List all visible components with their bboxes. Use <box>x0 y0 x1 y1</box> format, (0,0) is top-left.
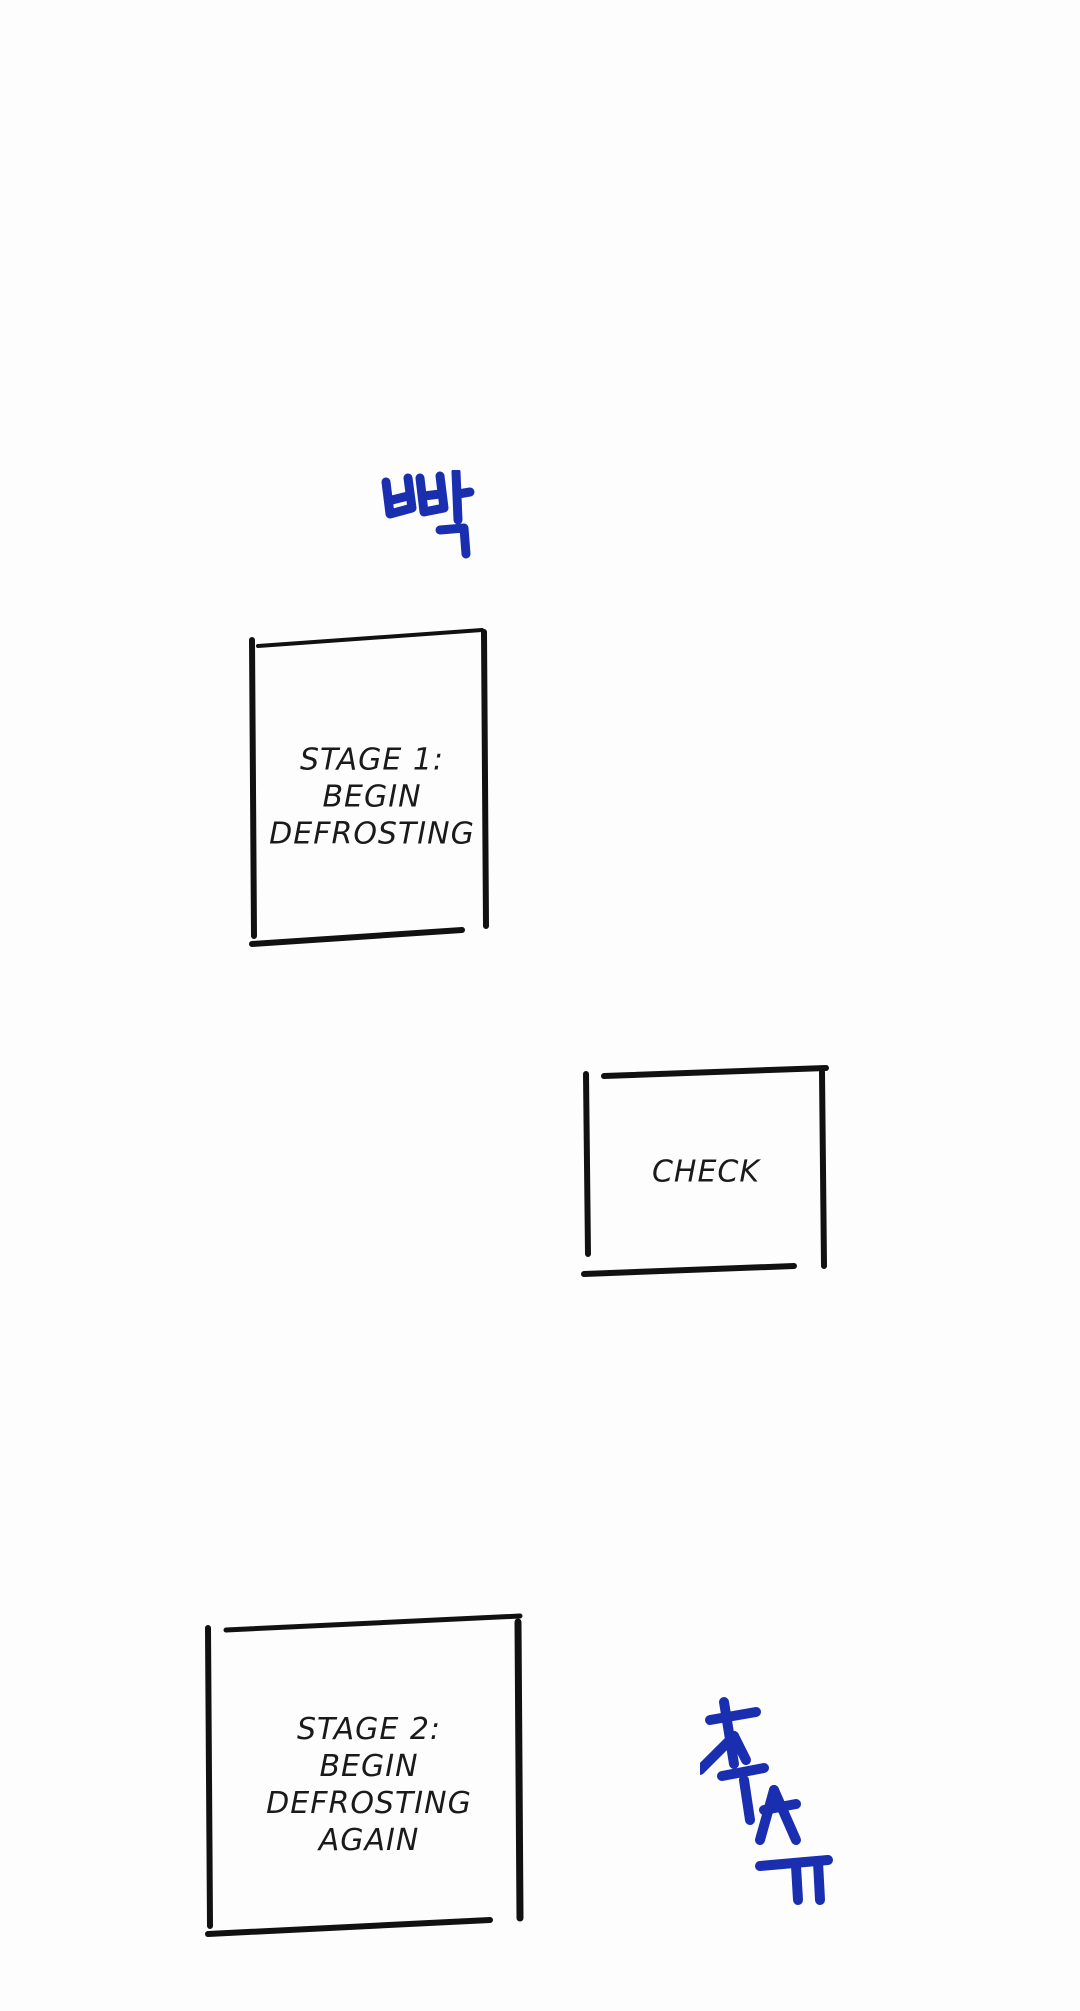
caption-text-stage-1: STAGE 1: BEGIN DEFROSTING <box>248 742 496 853</box>
caption-line: STAGE 2: <box>296 1712 442 1747</box>
caption-text-stage-2: STAGE 2: BEGIN DEFROSTING AGAIN <box>204 1711 534 1859</box>
sfx-beep-lettering <box>381 467 475 559</box>
caption-frame <box>249 628 489 947</box>
caption-box-stage-1: STAGE 1: BEGIN DEFROSTING <box>248 628 496 958</box>
caption-frame <box>581 1065 829 1277</box>
caption-line: DEFROSTING <box>269 816 475 852</box>
caption-box-check: CHECK <box>580 1064 832 1280</box>
caption-line: AGAIN <box>318 1823 420 1858</box>
sfx-beep <box>378 467 478 570</box>
caption-line: BEGIN <box>319 1749 419 1784</box>
sfx-hiss <box>695 1690 850 1910</box>
caption-line: CHECK <box>651 1154 761 1190</box>
caption-line: DEFROSTING <box>266 1786 472 1821</box>
caption-line: STAGE 1: <box>299 742 445 778</box>
caption-line: BEGIN <box>322 779 422 815</box>
sfx-hiss-lettering <box>695 1697 833 1905</box>
caption-frame <box>205 1613 524 1937</box>
caption-box-stage-2: STAGE 2: BEGIN DEFROSTING AGAIN <box>204 1613 534 1946</box>
caption-text-check: CHECK <box>580 1154 832 1191</box>
